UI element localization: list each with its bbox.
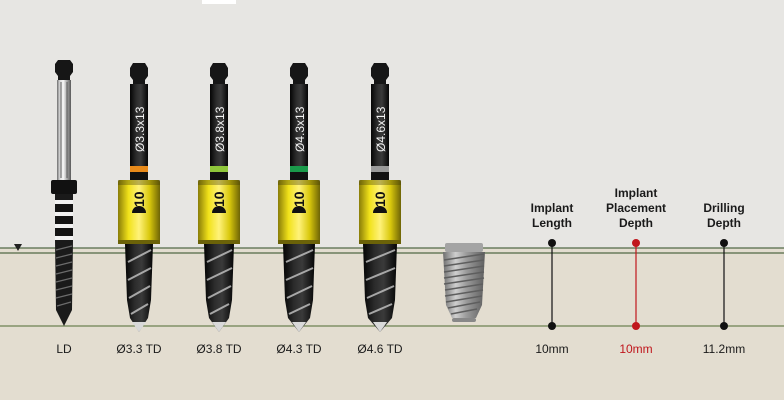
- implant-length-title: Implant Length: [531, 201, 574, 231]
- drill-body: [125, 244, 153, 332]
- sleeve-number-3-3: 10: [131, 191, 147, 207]
- sleeve-window: [292, 206, 306, 213]
- sleeve-window: [212, 206, 226, 213]
- color-ring-gray: [371, 166, 389, 172]
- tool-4-6-td: [359, 63, 401, 332]
- drill-latch-head: [290, 63, 308, 84]
- placement-depth-value: 10mm: [619, 342, 653, 356]
- drill-tip-icon: [373, 322, 387, 332]
- ld-collar: [51, 180, 77, 194]
- sleeve-number-4-3: 10: [291, 191, 307, 207]
- implant-fixture: [443, 243, 485, 322]
- tool-label-4-6: Ø4.6 TD: [357, 342, 403, 356]
- sleeve-number-3-8: 10: [211, 191, 227, 207]
- marker-top-dot: [720, 239, 728, 247]
- ld-tip: [55, 240, 73, 326]
- placement-depth-title: Implant Placement Depth: [606, 186, 666, 231]
- title-line: Drilling: [703, 201, 745, 215]
- tool-ld: [51, 60, 77, 326]
- drill-shaft: [210, 84, 228, 166]
- color-ring-lightgreen: [210, 166, 228, 172]
- title-line: Depth: [619, 216, 653, 230]
- tool-4-3-td: [278, 63, 320, 332]
- color-ring-green: [290, 166, 308, 172]
- drilling-depth-value: 11.2mm: [702, 342, 746, 356]
- sleeve-window: [373, 206, 387, 213]
- marker-bottom-dot: [720, 322, 728, 330]
- tool-3-3-td: [118, 63, 160, 332]
- title-line: Implant: [614, 186, 658, 200]
- title-line: Depth: [707, 216, 741, 230]
- drill-latch-head: [210, 63, 228, 84]
- drill-shaft: [290, 84, 308, 166]
- drill-shaft: [130, 84, 148, 166]
- ld-latch-head: [55, 60, 73, 80]
- tool-label-3-3: Ø3.3 TD: [116, 342, 162, 356]
- drill-tip-icon: [292, 322, 306, 332]
- implant-length-value: 10mm: [535, 342, 569, 356]
- drill-tip-icon: [212, 322, 226, 332]
- shaft-label-3-8: Ø3.8x13: [213, 106, 227, 152]
- shaft-label-4-3: Ø4.3x13: [293, 106, 307, 152]
- title-line: Length: [531, 216, 572, 230]
- marker-top-dot: [548, 239, 556, 247]
- marker-top-dot: [632, 239, 640, 247]
- drill-body: [363, 244, 397, 332]
- tool-label-ld: LD: [56, 342, 72, 356]
- drill-tip-icon: [132, 322, 146, 332]
- tool-label-3-8: Ø3.8 TD: [196, 342, 242, 356]
- top-tab: [202, 0, 236, 4]
- drill-body: [204, 244, 234, 332]
- marker-bottom-dot: [548, 322, 556, 330]
- title-line: Implant: [530, 201, 574, 215]
- drill-shaft: [371, 84, 389, 166]
- tool-label-4-3: Ø4.3 TD: [276, 342, 322, 356]
- drill-latch-head: [130, 63, 148, 84]
- marker-bottom-dot: [632, 322, 640, 330]
- title-line: Placement: [605, 201, 667, 215]
- drilling-depth-marker: [720, 239, 728, 330]
- drill-body: [283, 244, 315, 332]
- level-marker-icon: [14, 244, 22, 251]
- sleeve-window: [132, 206, 146, 213]
- shaft-label-3-3: Ø3.3x13: [133, 106, 147, 152]
- color-ring-orange: [130, 166, 148, 172]
- implant-platform: [445, 243, 483, 252]
- ld-depth-band: [55, 200, 73, 204]
- sleeve-number-4-6: 10: [372, 191, 388, 207]
- drilling-depth-title: Drilling Depth: [703, 201, 744, 231]
- shaft-label-4-6: Ø4.6x13: [374, 106, 388, 152]
- ld-shaft: [57, 80, 71, 180]
- tool-3-8-td: [198, 63, 240, 332]
- placement-depth-marker: [632, 239, 640, 330]
- implant-length-marker: [548, 239, 556, 330]
- drill-latch-head: [371, 63, 389, 84]
